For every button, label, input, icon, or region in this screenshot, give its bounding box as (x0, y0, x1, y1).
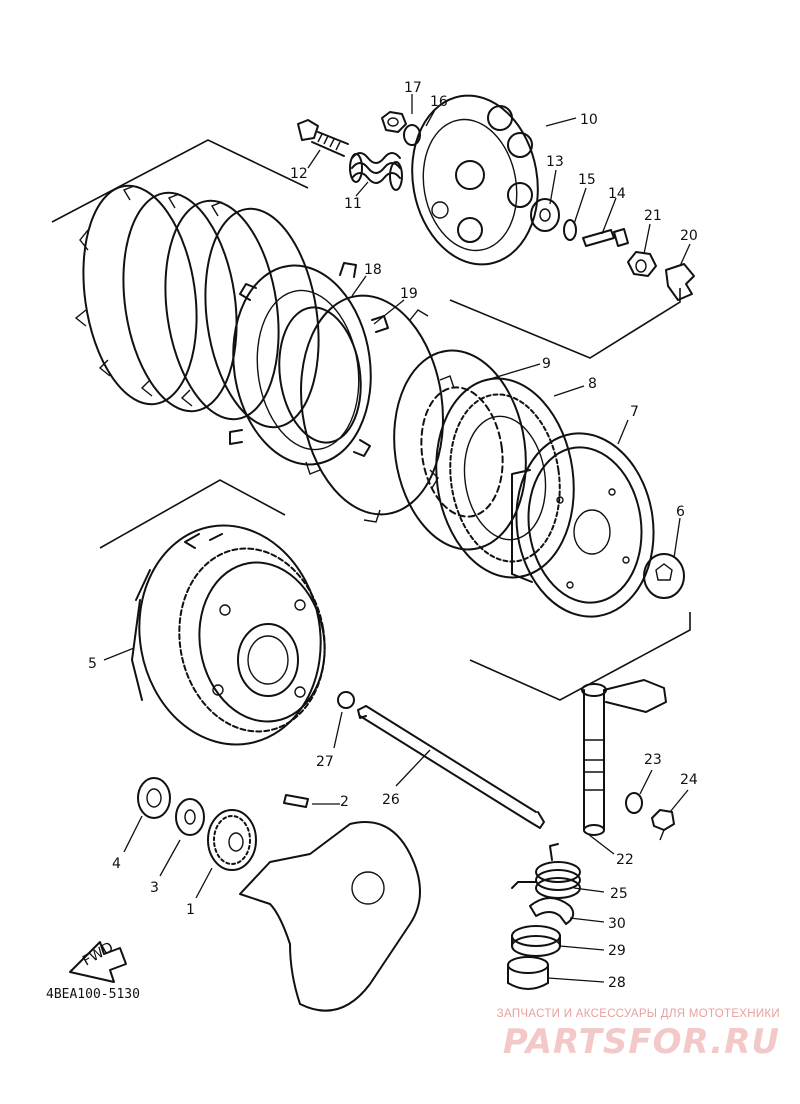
part-8-toothed-ring (435, 377, 575, 579)
callout-9: 9 (542, 356, 551, 372)
part-10-pressure-plate (411, 94, 539, 266)
callout-2: 2 (340, 794, 349, 810)
crankshaft-outline (239, 821, 421, 1012)
leader-lines (103, 94, 691, 983)
part-26-push-rod (357, 705, 545, 829)
part-1-drive-gear (207, 809, 257, 871)
callout-18: 18 (364, 262, 382, 278)
watermark-tagline: ЗАПЧАСТИ И АКСЕССУАРЫ ДЛЯ МОТОТЕХНИКИ (496, 1008, 780, 1020)
part-4-oil-seal (137, 777, 171, 819)
part-25-spring (511, 843, 581, 899)
part-19-circlip (278, 306, 362, 444)
callout-29: 29 (608, 943, 626, 959)
part-6-lock-washer (643, 553, 685, 599)
callout-23: 23 (644, 752, 662, 768)
upper-group-frame (51, 139, 681, 359)
part-7-clutch-boss (511, 432, 655, 618)
part-12-bolt (297, 119, 349, 157)
part-9-toothed-plate (393, 349, 527, 551)
callout-4: 4 (112, 856, 121, 872)
callout-7: 7 (630, 404, 639, 420)
callout-14: 14 (608, 186, 626, 202)
part-15-o-ring (563, 219, 577, 241)
part-5-clutch-housing (131, 524, 326, 746)
clutch-plate-stack (74, 184, 320, 429)
part-20-lock-washer (665, 263, 695, 301)
callout-26: 26 (382, 792, 400, 808)
callout-20: 20 (680, 228, 698, 244)
callout-5: 5 (88, 656, 97, 672)
callout-17: 17 (404, 80, 422, 96)
callout-25: 25 (610, 886, 628, 902)
part-30-circlip (529, 897, 575, 925)
part-27-ball (337, 691, 355, 709)
callout-16: 16 (430, 94, 448, 110)
part-2-key (283, 794, 309, 808)
drawing-code: 4BEA100-5130 (46, 987, 140, 1002)
part-13-bearing (530, 198, 560, 232)
callout-6: 6 (676, 504, 685, 520)
part-14-push-rod (582, 228, 629, 247)
part-29-oil-seal (511, 925, 561, 957)
friction-plate (300, 294, 455, 523)
part-23-washer (625, 792, 643, 814)
callout-19: 19 (400, 286, 418, 302)
callout-28: 28 (608, 975, 626, 991)
callout-24: 24 (680, 772, 698, 788)
callout-labels: 17 16 10 12 11 13 15 14 21 20 18 19 9 8 … (88, 80, 698, 991)
callout-27: 27 (316, 754, 334, 770)
lower-group-frame (99, 479, 691, 701)
part-28-bushing (507, 956, 549, 990)
callout-13: 13 (546, 154, 564, 170)
watermark: ЗАПЧАСТИ И АКСЕССУАРЫ ДЛЯ МОТОТЕХНИКИ PA… (497, 1008, 780, 1062)
part-24-bolt (651, 809, 675, 841)
callout-30: 30 (608, 916, 626, 932)
part-11-spring (349, 152, 403, 191)
callout-1: 1 (186, 902, 195, 918)
part-22-push-lever-shaft (581, 679, 667, 836)
callout-15: 15 (578, 172, 596, 188)
callout-3: 3 (150, 880, 159, 896)
part-17-nut (381, 111, 407, 133)
callout-21: 21 (644, 208, 662, 224)
callout-12: 12 (290, 166, 308, 182)
part-3-washer (175, 798, 205, 836)
part-21-nut (627, 251, 657, 277)
callout-8: 8 (588, 376, 597, 392)
part-18-clutch-plate (229, 262, 389, 466)
callout-11: 11 (344, 196, 362, 212)
crankshaft-bore (351, 871, 385, 905)
fwd-arrow: FWD (69, 939, 127, 983)
part-16-washer (403, 124, 421, 146)
watermark-logo: PARTSFOR.RU (502, 1022, 780, 1062)
callout-22: 22 (616, 852, 634, 868)
callout-10: 10 (580, 112, 598, 128)
